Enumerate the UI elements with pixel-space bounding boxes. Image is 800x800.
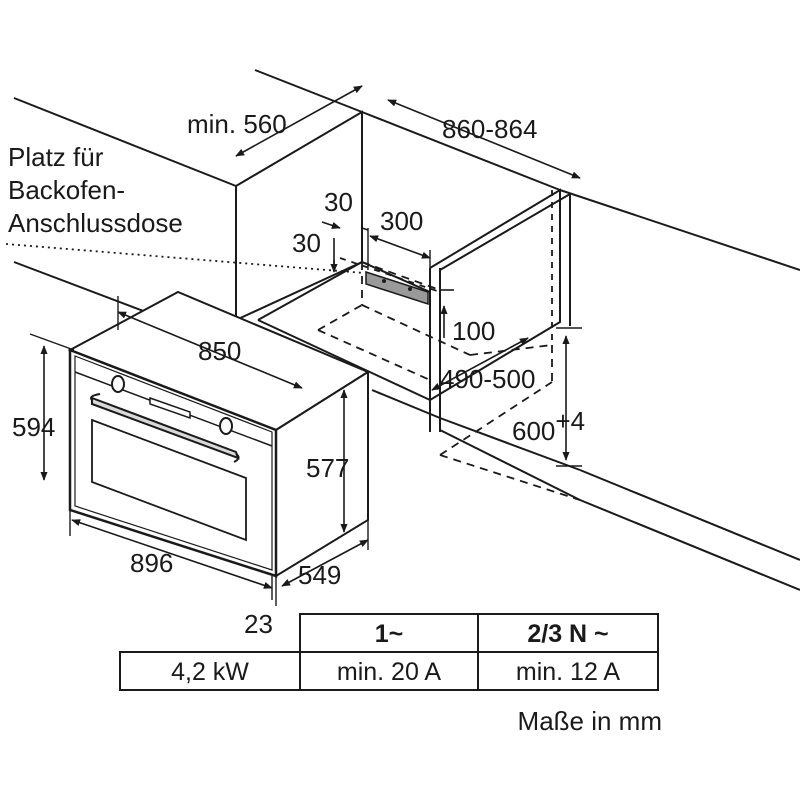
oven-body-height-label: 577 xyxy=(306,453,349,483)
oven-front-height-label: 594 xyxy=(12,412,55,442)
electrical-table xyxy=(119,613,659,691)
niche-height-tolerance: +4 xyxy=(555,406,585,436)
socket-note-line3: Anschlussdose xyxy=(8,208,183,238)
niche-height-range-label: 490-500 xyxy=(440,364,535,394)
table-power-value: 4,2 kW xyxy=(171,658,249,686)
oven-depth-label: 549 xyxy=(298,560,341,590)
table-header-three-phase: 2/3 N ~ xyxy=(527,620,608,648)
offset-b-label: 30 xyxy=(292,228,321,258)
niche-depth-label: min. 560 xyxy=(187,109,287,139)
oven-front-width-label: 896 xyxy=(130,548,173,578)
socket-note-line2: Backofen- xyxy=(8,175,125,205)
socket-height-label: 100 xyxy=(452,316,495,346)
socket-width-label: 300 xyxy=(380,206,423,236)
front-thickness-label: 23 xyxy=(244,609,273,639)
table-single-phase-value: min. 20 A xyxy=(337,658,442,686)
oven-width-back-label: 850 xyxy=(198,336,241,366)
table-three-phase-value: min. 12 A xyxy=(516,658,621,686)
table-header-single-phase: 1~ xyxy=(375,620,404,648)
niche-height-label: 600+4 xyxy=(512,406,585,446)
dimension-lines xyxy=(29,85,582,606)
socket-note-line1: Platz für xyxy=(8,142,104,172)
socket-area xyxy=(5,243,441,306)
oven xyxy=(67,290,371,578)
niche-width-label: 860-864 xyxy=(442,114,537,144)
offset-a-label: 30 xyxy=(324,187,353,217)
units-footer: Maße in mm xyxy=(518,706,662,736)
